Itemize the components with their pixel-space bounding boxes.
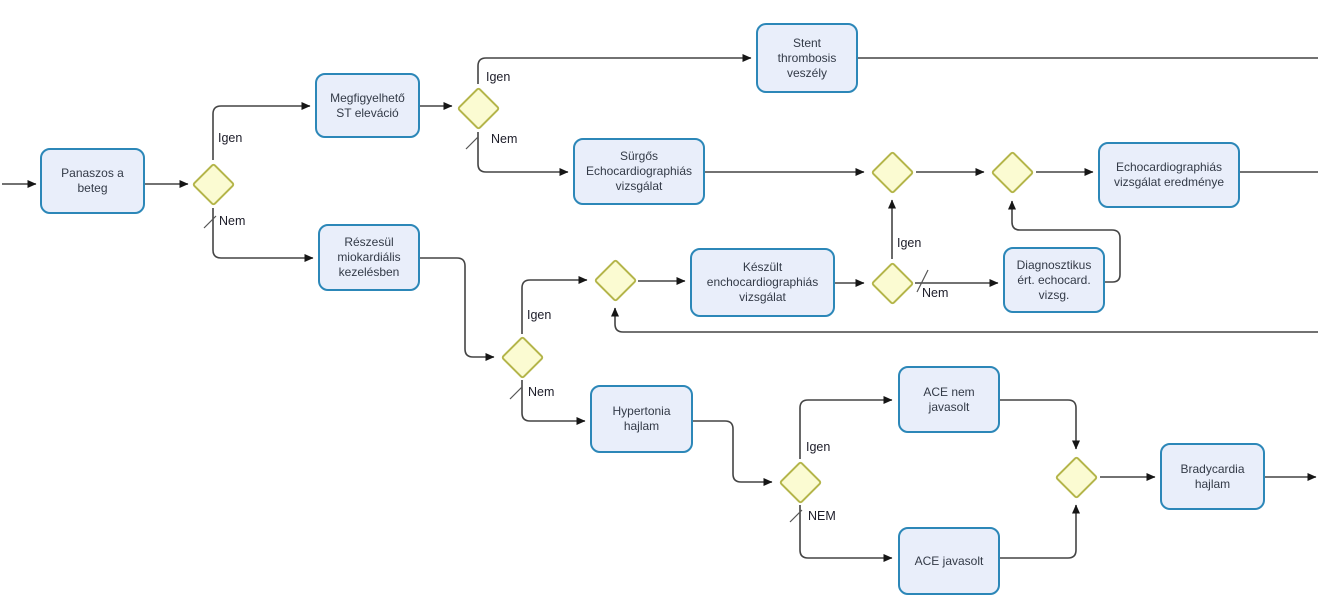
diamond-shape bbox=[778, 460, 822, 504]
decision-keszult-merge bbox=[592, 257, 638, 303]
node-stent-thrombosis-veszely: Stent thrombosis veszély bbox=[756, 23, 858, 93]
default-flow-slash bbox=[203, 215, 217, 229]
node-label: Echocardiographiás vizsgálat eredménye bbox=[1113, 160, 1225, 189]
diamond-shape bbox=[870, 150, 914, 194]
node-echocardiographias-vizsgalat-eredmenye: Echocardiographiás vizsgálat eredménye bbox=[1098, 142, 1240, 208]
diamond-shape bbox=[870, 261, 914, 305]
flow-connector bbox=[521, 276, 588, 334]
diamond-shape bbox=[191, 162, 235, 206]
flow-connector bbox=[611, 307, 1318, 333]
node-label: ACE javasolt bbox=[914, 553, 984, 568]
flow-connector bbox=[799, 396, 893, 459]
diamond-shape bbox=[593, 258, 637, 302]
node-label: ACE nem javasolt bbox=[923, 384, 975, 414]
edge-label-igen: Igen bbox=[486, 70, 511, 84]
edge-label-igen: Igen bbox=[897, 236, 922, 250]
node-label: Sürgős Echocardiographiás vizsgálat bbox=[585, 149, 693, 193]
diamond-shape bbox=[500, 335, 544, 379]
decision-ace-merge bbox=[1053, 454, 1099, 500]
node-panaszos-a-beteg: Panaszos a beteg bbox=[40, 148, 145, 214]
node-label: Panaszos a beteg bbox=[61, 166, 124, 195]
edge-label-igen: Igen bbox=[218, 131, 243, 145]
flow-connector bbox=[1000, 504, 1080, 559]
diamond-shape bbox=[990, 150, 1034, 194]
node-hypertonia-hajlam: Hypertonia hajlam bbox=[590, 385, 693, 453]
node-label: Bradycardia hajlam bbox=[1180, 461, 1245, 491]
node-megfigyelheto-st-elevacio: Megfigyelhető ST eleváció bbox=[315, 73, 420, 138]
flow-connector bbox=[212, 102, 311, 160]
decision-st-elevacio bbox=[455, 85, 501, 131]
flow-connector bbox=[799, 505, 893, 562]
flow-connector bbox=[212, 208, 314, 262]
edge-label-nem: Nem bbox=[922, 286, 949, 300]
node-bradycardia-hajlam: Bradycardia hajlam bbox=[1160, 443, 1265, 510]
decision-echo-merge-2 bbox=[989, 149, 1035, 195]
edge-label-igen: Igen bbox=[527, 308, 552, 322]
flow-connector bbox=[1008, 200, 1121, 283]
decision-kezelesben bbox=[499, 334, 545, 380]
default-flow-slash bbox=[789, 509, 803, 523]
node-diagnosztikus-ert-echocard-vizsg: Diagnosztikus ért. echocard. vizsg. bbox=[1003, 247, 1105, 313]
default-flow-slash bbox=[916, 269, 929, 293]
flow-connector bbox=[693, 420, 773, 486]
diamond-shape bbox=[456, 86, 500, 130]
edge-label-nem: Nem bbox=[219, 214, 246, 228]
node-label: Részesül miokardiális kezelésben bbox=[337, 235, 401, 279]
default-flow-slash bbox=[509, 386, 523, 400]
node-surgos-echocardiographias-vizsgalat: Sürgős Echocardiographiás vizsgálat bbox=[573, 138, 705, 205]
flow-connector bbox=[420, 257, 495, 361]
node-ace-javasolt: ACE javasolt bbox=[898, 527, 1000, 595]
edge-label-nem: Nem bbox=[491, 132, 518, 146]
default-flow-slash bbox=[465, 136, 479, 150]
node-label: Hypertonia hajlam bbox=[612, 404, 671, 433]
diamond-shape bbox=[1054, 455, 1098, 499]
edge-label-igen: Igen bbox=[806, 440, 831, 454]
decision-hypertonia bbox=[777, 459, 823, 505]
node-label: Stent thrombosis veszély bbox=[777, 35, 837, 80]
decision-echo-merge-1 bbox=[869, 149, 915, 195]
decision-keszult-vizsgalat bbox=[869, 260, 915, 306]
node-keszult-enchocardiographias-vizsgalat: Készült enchocardiographiás vizsgálat bbox=[690, 248, 835, 317]
node-reszesul-miokardialis-kezelesben: Részesül miokardiális kezelésben bbox=[318, 224, 420, 291]
flow-connector bbox=[1000, 399, 1080, 450]
edge-label-nem: NEM bbox=[808, 509, 836, 523]
decision-panaszos bbox=[190, 161, 236, 207]
flow-connector bbox=[477, 132, 569, 176]
flow-connector bbox=[521, 380, 586, 425]
edge-label-nem: Nem bbox=[528, 385, 555, 399]
node-label: Készült enchocardiographiás vizsgálat bbox=[706, 260, 819, 304]
node-ace-nem-javasolt: ACE nem javasolt bbox=[898, 366, 1000, 433]
node-label: Diagnosztikus ért. echocard. vizsg. bbox=[1016, 257, 1092, 302]
node-label: Megfigyelhető ST eleváció bbox=[330, 90, 405, 120]
flow-connector bbox=[477, 54, 752, 84]
